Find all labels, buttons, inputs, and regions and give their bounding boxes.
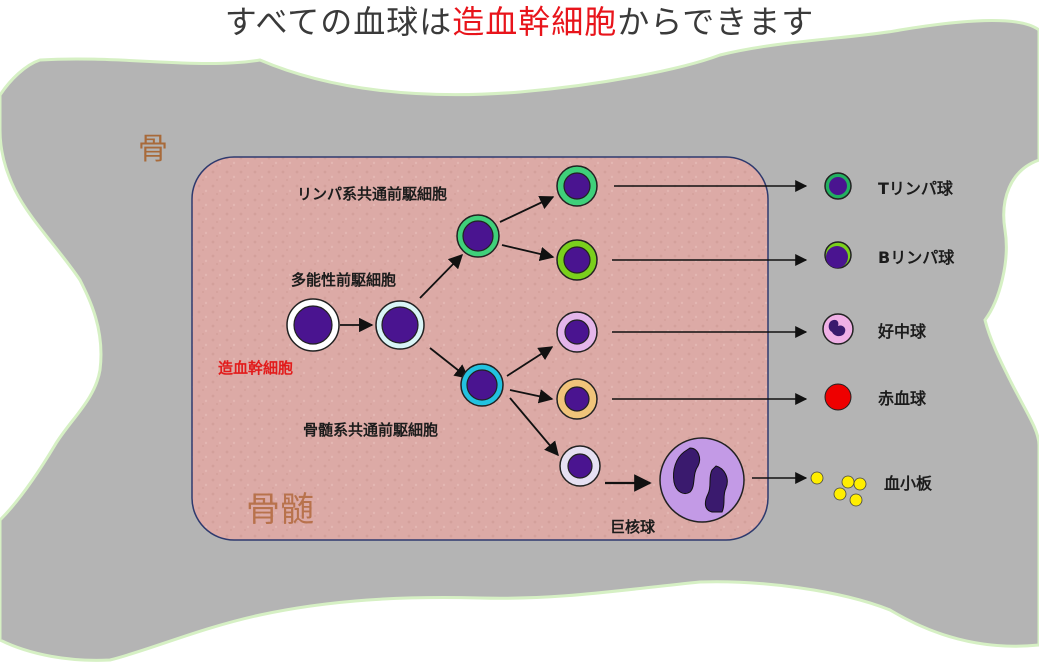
b-progenitor-cell — [556, 239, 598, 281]
t-cell — [824, 172, 852, 200]
megakaryocyte-label: 巨核球 — [610, 518, 656, 536]
lymphoid-progenitor-label: リンパ系共通前駆細胞 — [297, 185, 448, 203]
neutrophil — [822, 313, 854, 345]
arrow-cmp-eryprog — [509, 389, 554, 404]
arrow-clp-bprog — [501, 244, 555, 262]
stem-cell-label: 造血幹細胞 — [218, 359, 294, 377]
platelets — [810, 471, 867, 507]
title-prefix: すべての血球は — [224, 3, 453, 41]
neutrophil-progenitor-cell — [556, 311, 598, 353]
marrow-label: 骨髄 — [246, 490, 314, 530]
platelet-label: 血小板 — [884, 474, 933, 493]
b-cell — [824, 241, 852, 269]
t-progenitor-cell — [556, 165, 598, 207]
multipotent-progenitor-cell — [375, 300, 425, 350]
multipotent-progenitor-label: 多能性前駆細胞 — [291, 271, 397, 289]
title-suffix: からできます — [617, 3, 815, 41]
neutrophil-label: 好中球 — [878, 322, 927, 341]
arrow-cmp-megaprog — [509, 397, 559, 457]
megakaryocyte-progenitor-cell — [559, 445, 601, 487]
erythroid-progenitor-cell — [556, 378, 598, 420]
myeloid-progenitor-cell — [460, 363, 504, 407]
page-title: すべての血球は造血幹細胞からできます — [0, 2, 1039, 42]
lymphoid-progenitor-cell — [456, 214, 500, 258]
myeloid-progenitor-label: 骨髄系共通前駆細胞 — [303, 421, 439, 439]
stem-cell — [286, 298, 340, 352]
title-highlight: 造血幹細胞 — [452, 3, 618, 41]
arrow-clp-tprog — [499, 196, 555, 223]
red-blood-cell — [824, 383, 852, 411]
arrow-mpp-cmp — [429, 347, 470, 379]
arrow-cmp-neutroprog — [506, 346, 554, 377]
megakaryocyte-cell — [659, 437, 745, 523]
bone-label: 骨 — [138, 132, 168, 167]
rbc-label: 赤血球 — [878, 389, 927, 408]
bone-marrow-region — [191, 156, 769, 541]
b-cell-label: Bリンパ球 — [878, 248, 955, 267]
arrow-mpp-clp — [419, 253, 464, 299]
t-cell-label: Tリンパ球 — [878, 179, 953, 198]
